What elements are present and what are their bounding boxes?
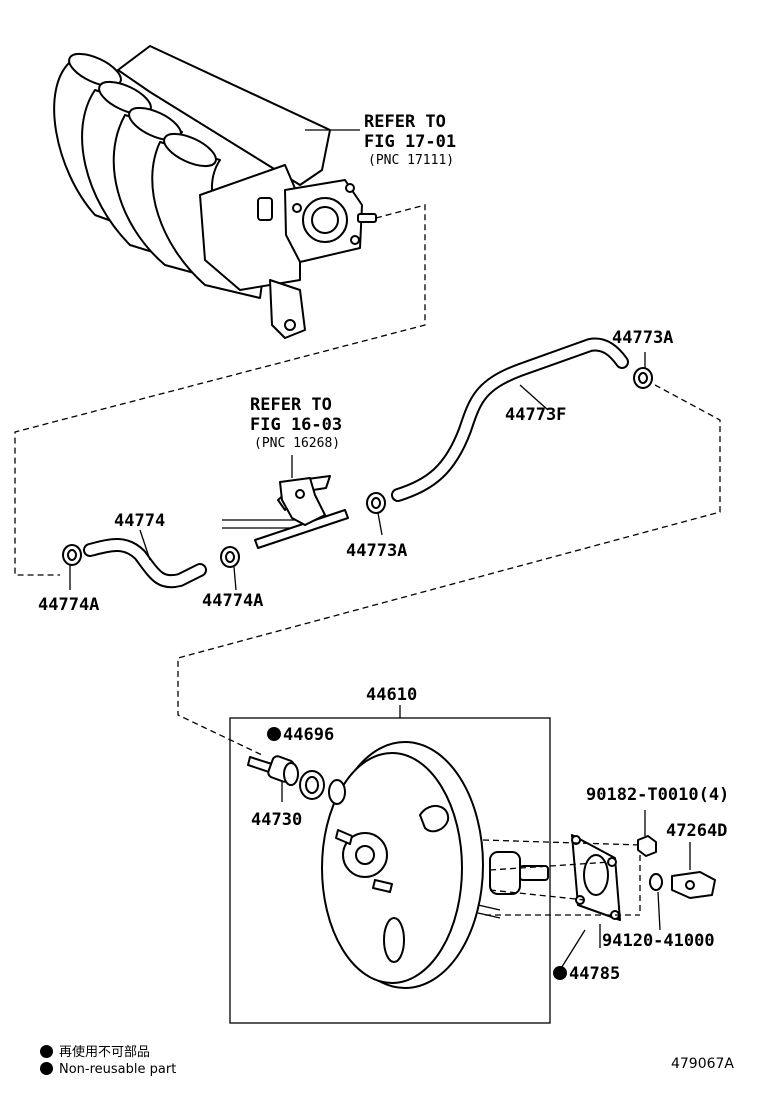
nut-90182 [637,810,657,857]
label-44785: 44785 [569,964,620,984]
label-90182: 90182-T0010(4) [586,785,729,805]
check-valve-44730 [247,755,299,802]
label-44773A-mid: 44773A [346,541,407,561]
refer-manifold-line3: (PNC 17111) [368,153,454,168]
gasket-44785 [559,834,621,971]
legend-dot-icon [40,1045,53,1058]
refer-manifold-line1: REFER TO [364,112,446,132]
clamp-44773A-mid [366,492,386,536]
hose-44774-drawing [83,529,207,589]
link-manifold-to-hose [14,204,426,576]
label-44773F: 44773F [505,405,566,425]
legend-en-text: Non-reusable part [59,1062,177,1077]
intake-manifold-drawing [53,45,377,339]
clamp-44774A-mid [220,546,240,591]
link-hose-to-booster [177,384,721,756]
label-47264D: 47264D [666,821,727,841]
clamp-44774A-left [62,544,82,590]
pipe-bracket-drawing [222,455,349,549]
label-44774: 44774 [114,511,165,531]
non-reusable-marker-44696 [267,727,281,741]
refer-bracket-line3: (PNC 16268) [254,436,340,451]
legend-dot-icon [40,1062,53,1075]
refer-manifold-line2: FIG 17-01 [364,132,456,152]
legend-jp: 再使用不可部品 [40,1041,150,1060]
legend-jp-text: 再使用不可部品 [59,1045,151,1060]
refer-bracket-line2: FIG 16-03 [250,415,342,435]
non-reusable-marker-44785 [553,966,567,980]
label-44774A-mid: 44774A [202,591,263,611]
label-44730: 44730 [251,810,302,830]
clevis-47264D [671,842,716,899]
figure-code: 479067A [670,1056,734,1072]
hose-44773F-drawing [391,337,629,502]
refer-bracket-line1: REFER TO [250,395,332,415]
brake-booster-drawing [321,741,549,989]
label-44610: 44610 [366,685,417,705]
grommet-44696 [299,770,325,800]
label-94120: 94120-41000 [602,931,715,951]
booster-assembly-box [229,717,551,1024]
gasket-alignment-lines [482,839,641,916]
label-44773A-top: 44773A [612,328,673,348]
clamp-44773A-top [633,352,653,389]
pin-94120 [649,873,663,931]
legend-en: Non-reusable part [40,1062,176,1077]
label-44774A-left: 44774A [38,595,99,615]
label-44696: 44696 [283,725,334,745]
